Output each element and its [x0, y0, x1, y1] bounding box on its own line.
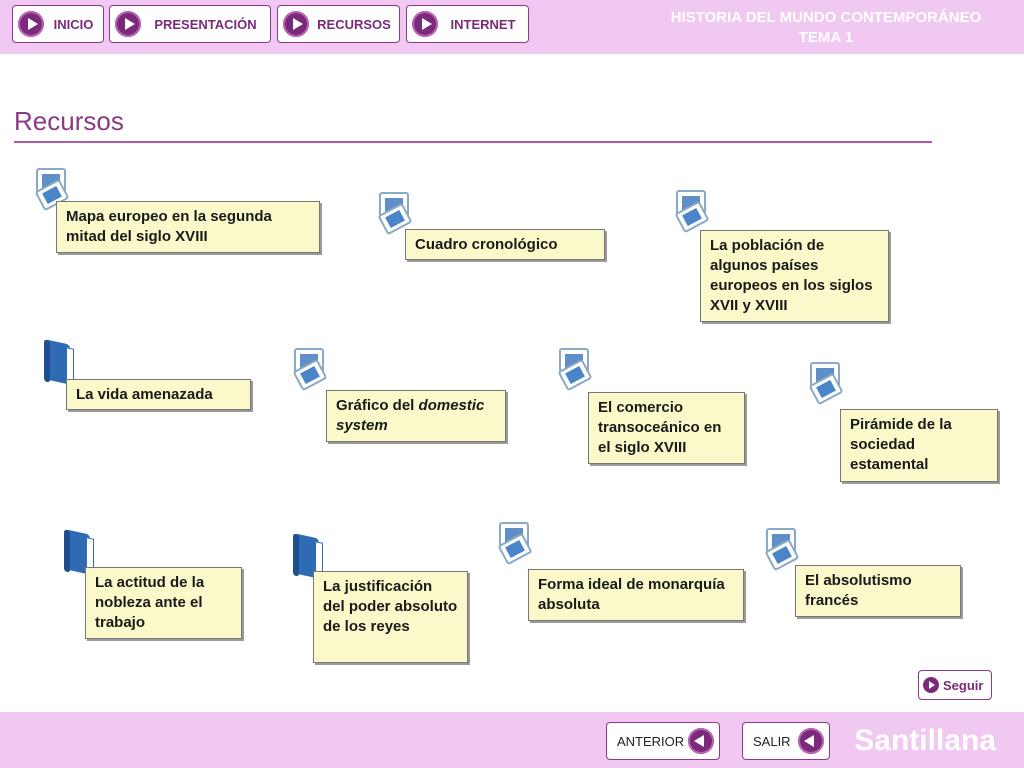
back-icon	[688, 728, 714, 754]
page-title: Recursos	[14, 106, 124, 136]
resource-label: Gráfico del	[336, 397, 419, 414]
resource-label: La actitud de la nobleza ante el trabajo	[95, 574, 205, 631]
salir-label: SALIR	[753, 733, 791, 749]
resource-label: La vida amenazada	[76, 386, 213, 403]
nav-recursos-label: RECURSOS	[317, 16, 391, 32]
screen-resource-icon[interactable]	[497, 522, 537, 566]
resource-label: Forma ideal de monarquía absoluta	[538, 576, 725, 613]
nav-presentacion-label: PRESENTACIÓN	[154, 16, 257, 32]
nav-inicio-button[interactable]: INICIO	[12, 5, 104, 43]
screen-resource-icon[interactable]	[377, 192, 417, 236]
nav-presentacion-button[interactable]: PRESENTACIÓN	[109, 5, 271, 43]
resource-forma-ideal[interactable]: Forma ideal de monarquía absoluta	[528, 569, 744, 621]
nav-internet-button[interactable]: INTERNET	[406, 5, 529, 43]
course-header: HISTORIA DEL MUNDO CONTEMPORÁNEO TEMA 1	[646, 8, 1006, 48]
play-icon	[283, 11, 309, 37]
resource-label: Cuadro cronológico	[415, 236, 558, 253]
course-title: HISTORIA DEL MUNDO CONTEMPORÁNEO	[670, 9, 982, 26]
resource-label: La justificación del poder absoluto de l…	[323, 578, 458, 635]
resource-label: La población de algunos países europeos …	[710, 237, 873, 314]
play-icon	[923, 677, 939, 693]
resource-grafico-domestic[interactable]: Gráfico del domestic system	[326, 390, 506, 442]
play-icon	[115, 11, 141, 37]
title-divider	[14, 141, 932, 143]
resource-label: Mapa europeo en la segunda mitad del sig…	[66, 208, 272, 245]
screen-resource-icon[interactable]	[808, 362, 848, 406]
play-icon	[412, 11, 438, 37]
nav-inicio-label: INICIO	[53, 16, 94, 32]
screen-resource-icon[interactable]	[292, 348, 332, 392]
resource-comercio[interactable]: El comercio transoceánico en el siglo XV…	[588, 392, 745, 464]
resource-vida-amenazada[interactable]: La vida amenazada	[66, 379, 251, 410]
anterior-button[interactable]: ANTERIOR	[606, 722, 720, 760]
resource-label: El comercio transoceánico en el siglo XV…	[598, 399, 722, 456]
resource-justificacion[interactable]: La justificación del poder absoluto de l…	[313, 571, 468, 663]
screen-resource-icon[interactable]	[674, 190, 714, 234]
course-unit: TEMA 1	[798, 29, 854, 46]
screen-resource-icon[interactable]	[764, 528, 804, 572]
bottom-bar	[0, 712, 1024, 768]
resource-label: El absolutismo francés	[805, 572, 912, 609]
nav-internet-label: INTERNET	[450, 16, 516, 32]
resource-absolutismo[interactable]: El absolutismo francés	[795, 565, 961, 617]
screen-resource-icon[interactable]	[34, 168, 74, 212]
nav-recursos-button[interactable]: RECURSOS	[277, 5, 400, 43]
resource-nobleza[interactable]: La actitud de la nobleza ante el trabajo	[85, 567, 242, 639]
play-icon	[18, 11, 44, 37]
resource-cuadro-cronologico[interactable]: Cuadro cronológico	[405, 229, 605, 260]
resource-poblacion[interactable]: La población de algunos países europeos …	[700, 230, 889, 322]
screen-resource-icon[interactable]	[557, 348, 597, 392]
resource-piramide[interactable]: Pirámide de la sociedad estamental	[840, 409, 998, 482]
resource-label-italic: domestic system	[336, 397, 485, 434]
resource-label: Pirámide de la sociedad estamental	[850, 416, 952, 473]
anterior-label: ANTERIOR	[617, 733, 685, 749]
brand-logo: Santillana	[854, 724, 996, 757]
seguir-button[interactable]: Seguir	[918, 670, 992, 700]
resource-mapa-europeo[interactable]: Mapa europeo en la segunda mitad del sig…	[56, 201, 320, 253]
back-icon	[798, 728, 824, 754]
seguir-label: Seguir	[943, 677, 984, 693]
salir-button[interactable]: SALIR	[742, 722, 830, 760]
